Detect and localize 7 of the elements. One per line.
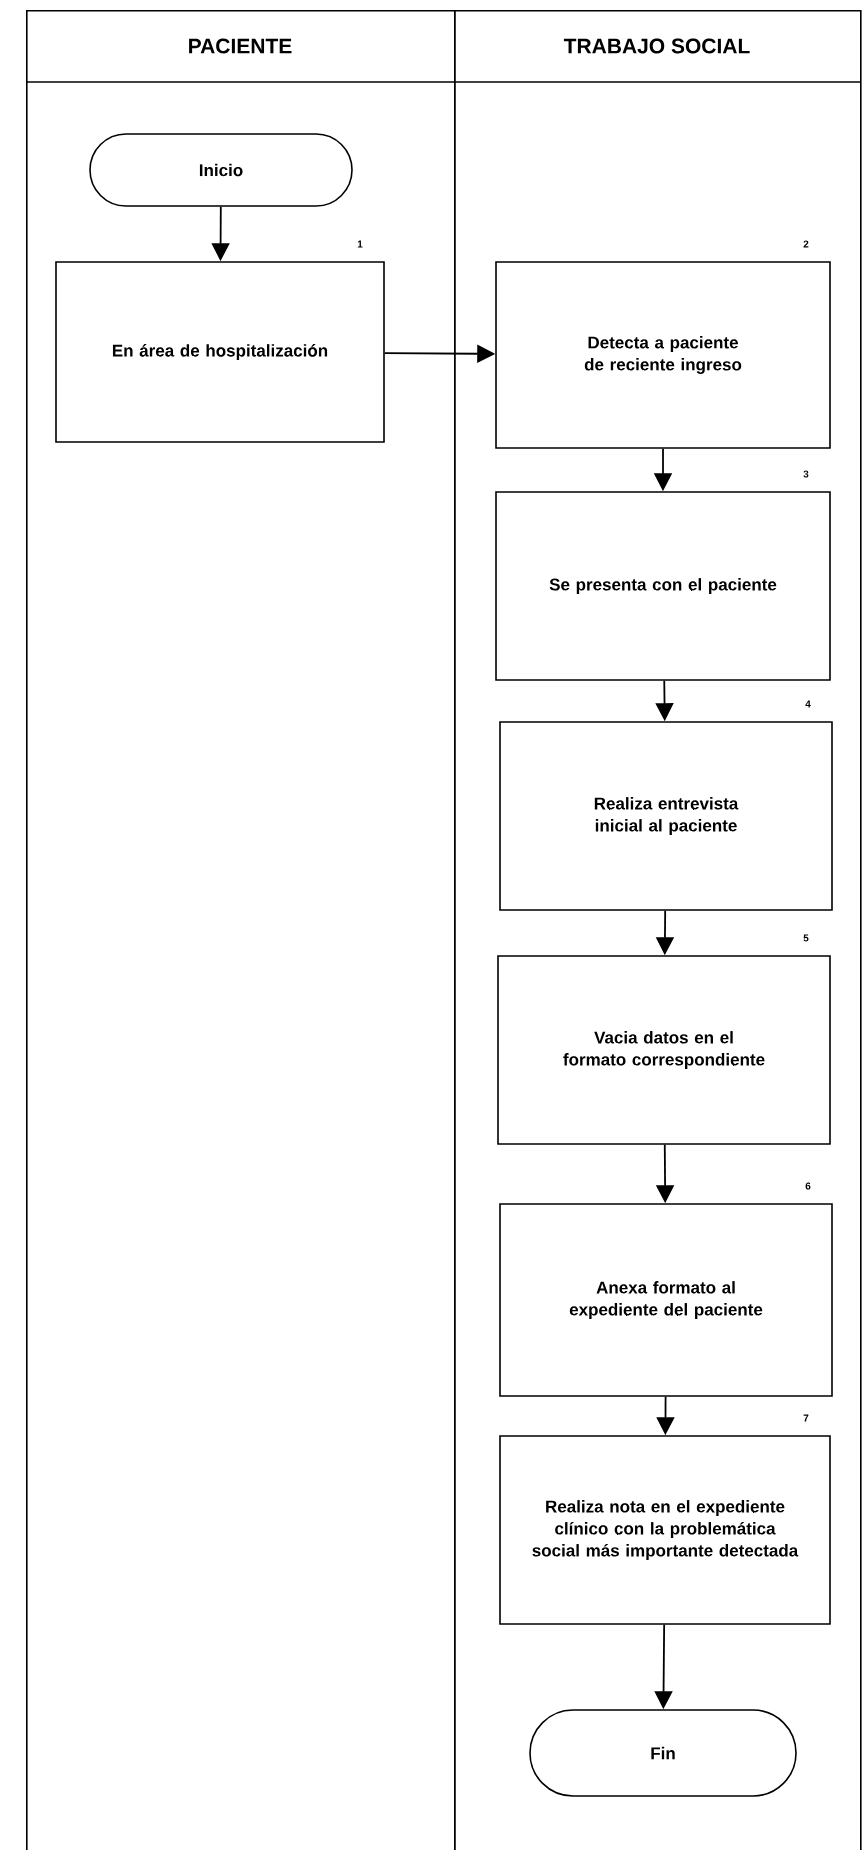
process-box: Vacia datos en el formato correspondiente — [497, 955, 831, 1145]
process-box: Se presenta con el paciente — [495, 491, 831, 681]
process-box: Anexa formato al expediente del paciente — [499, 1203, 833, 1397]
process-box: Realiza nota en el expediente clínico con la problemática social más importante detectada — [499, 1435, 831, 1625]
process-box: En área de hospitalización — [55, 261, 385, 443]
process-box: Detecta a paciente de reciente ingreso — [495, 261, 831, 449]
process-box: Realiza entrevista inicial al paciente — [499, 721, 833, 911]
